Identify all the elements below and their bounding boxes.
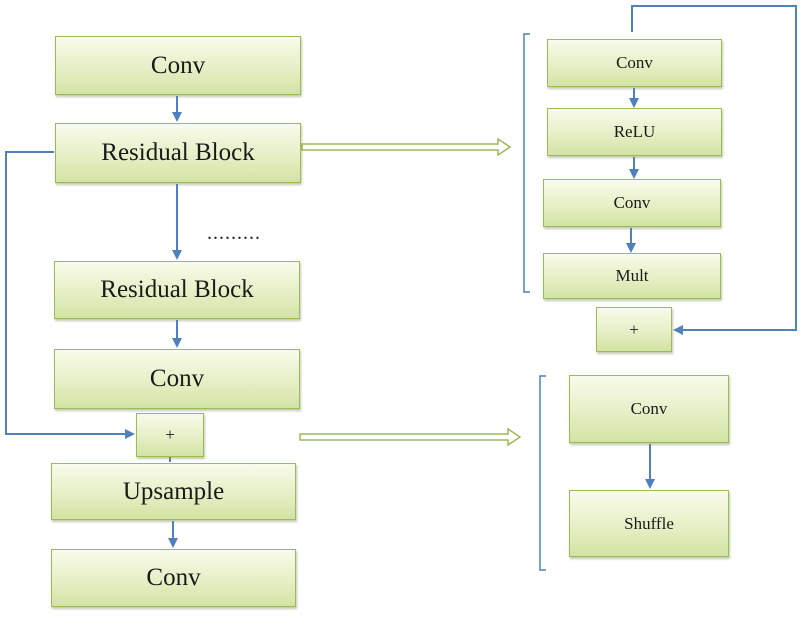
residual-block-box-1: Residual Block	[55, 123, 301, 183]
detail-relu-box: ReLU	[547, 108, 722, 156]
detail-conv-box-1: Conv	[547, 39, 722, 87]
detail-skip-connection	[631, 5, 797, 335]
conv-top-box: Conv	[55, 36, 301, 95]
upsample-detail-shuffle-box: Shuffle	[569, 490, 729, 557]
bracket-residual-block-detail	[523, 33, 530, 293]
conv-bottom-box: Conv	[51, 549, 296, 607]
detail-mult-box: Mult	[543, 253, 721, 299]
conv-mid-box: Conv	[54, 349, 300, 409]
global-skip-connection	[5, 151, 135, 439]
detail-add-box: +	[596, 307, 672, 352]
expand-arrow-residual-block	[301, 137, 512, 157]
bracket-upsample-detail	[539, 375, 546, 571]
detail-conv-box-2: Conv	[543, 179, 721, 227]
residual-block-box-2: Residual Block	[54, 261, 300, 319]
ellipsis-text: .........	[207, 222, 261, 244]
upsample-box: Upsample	[51, 463, 296, 520]
expand-arrow-upsample	[299, 427, 522, 447]
add-box: +	[136, 413, 204, 457]
upsample-detail-conv-box: Conv	[569, 375, 729, 443]
